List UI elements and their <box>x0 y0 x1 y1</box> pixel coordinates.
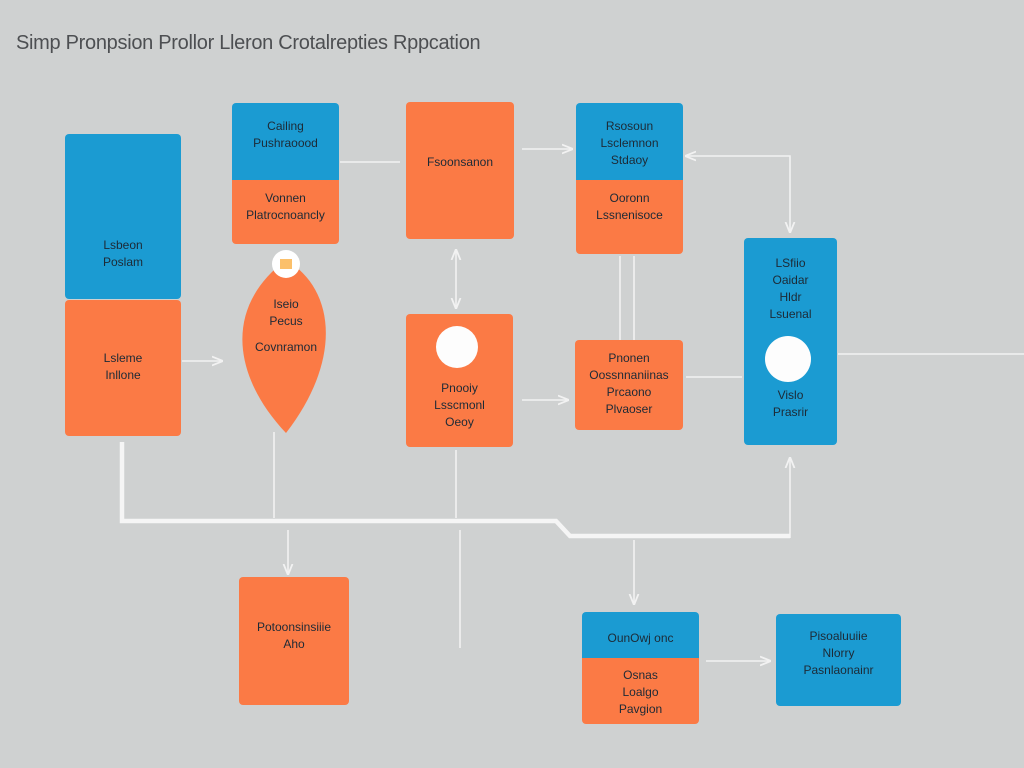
node-bottom-split-top-label: OunOwj onc <box>607 631 674 645</box>
node-top-orange-label: Fsoonsanon <box>426 155 494 169</box>
connector-main-bus <box>119 442 790 539</box>
diagram-title: Simp Pronpsion Prollor Lleron Crotalrept… <box>16 32 481 54</box>
node-top-orange[interactable]: Fsoonsanon <box>406 102 514 239</box>
node-right-tall-circle <box>765 336 811 382</box>
node-middle-orange-circle <box>436 326 478 368</box>
node-leaf-shape[interactable] <box>224 248 340 436</box>
connector-right-loop <box>686 156 790 232</box>
leaf-start-icon <box>280 259 292 269</box>
